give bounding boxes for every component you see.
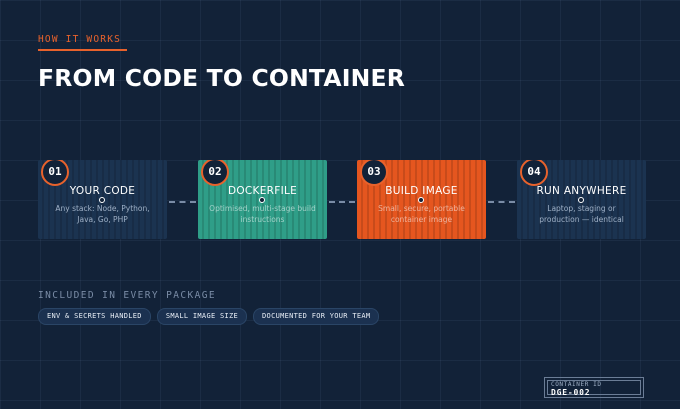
- included-list: ENV & SECRETS HANDLED SMALL IMAGE SIZE D…: [38, 308, 380, 325]
- step-description: Any stack: Node, Python, Java, Go, PHP: [55, 204, 150, 224]
- step-title: DOCKERFILE: [227, 185, 298, 197]
- step-title: YOUR CODE: [69, 185, 136, 197]
- step-connector: [329, 201, 355, 203]
- feature-tag: SMALL IMAGE SIZE: [156, 308, 248, 325]
- step-connector: [488, 201, 515, 203]
- feature-tag: ENV & SECRETS HANDLED: [38, 308, 151, 325]
- step-title: RUN ANYWHERE: [536, 185, 627, 197]
- step-card-your-code: 01 YOUR CODE Any stack: Node, Python, Ja…: [38, 160, 167, 239]
- step-card-dockerfile: 02 DOCKERFILE Optimised, multi-stage bui…: [198, 160, 327, 239]
- step-number-badge: 03: [360, 160, 388, 186]
- step-connector: [169, 201, 196, 203]
- step-number-badge: 02: [201, 160, 229, 186]
- container-id-label: CONTAINER ID: [551, 381, 602, 388]
- container-id-value: DGE-002: [551, 388, 591, 397]
- step-number-badge: 01: [41, 160, 69, 186]
- feature-tag: DOCUMENTED FOR YOUR TEAM: [253, 308, 380, 325]
- step-description: Optimised, multi-stage build instruction…: [209, 204, 316, 224]
- container-id-stamp: CONTAINER ID DGE-002: [544, 377, 644, 398]
- step-description: Laptop, staging or production — identica…: [539, 204, 624, 224]
- step-title: BUILD IMAGE: [385, 185, 458, 197]
- step-dot-icon: [418, 197, 424, 203]
- step-dot-icon: [99, 197, 105, 203]
- step-dot-icon: [578, 197, 584, 203]
- step-dot-icon: [259, 197, 265, 203]
- step-description: Small, secure, portable container image: [378, 204, 465, 224]
- stamp-inner-border: [547, 380, 641, 395]
- page-title: FROM CODE TO CONTAINER: [38, 64, 406, 92]
- step-number-badge: 04: [520, 160, 548, 186]
- step-card-build-image: 03 BUILD IMAGE Small, secure, portable c…: [357, 160, 486, 239]
- included-heading: INCLUDED IN EVERY PACKAGE: [38, 290, 216, 301]
- step-card-run-anywhere: 04 RUN ANYWHERE Laptop, staging or produ…: [517, 160, 646, 239]
- section-eyebrow: HOW IT WORKS: [38, 34, 122, 45]
- eyebrow-underline: [38, 49, 127, 51]
